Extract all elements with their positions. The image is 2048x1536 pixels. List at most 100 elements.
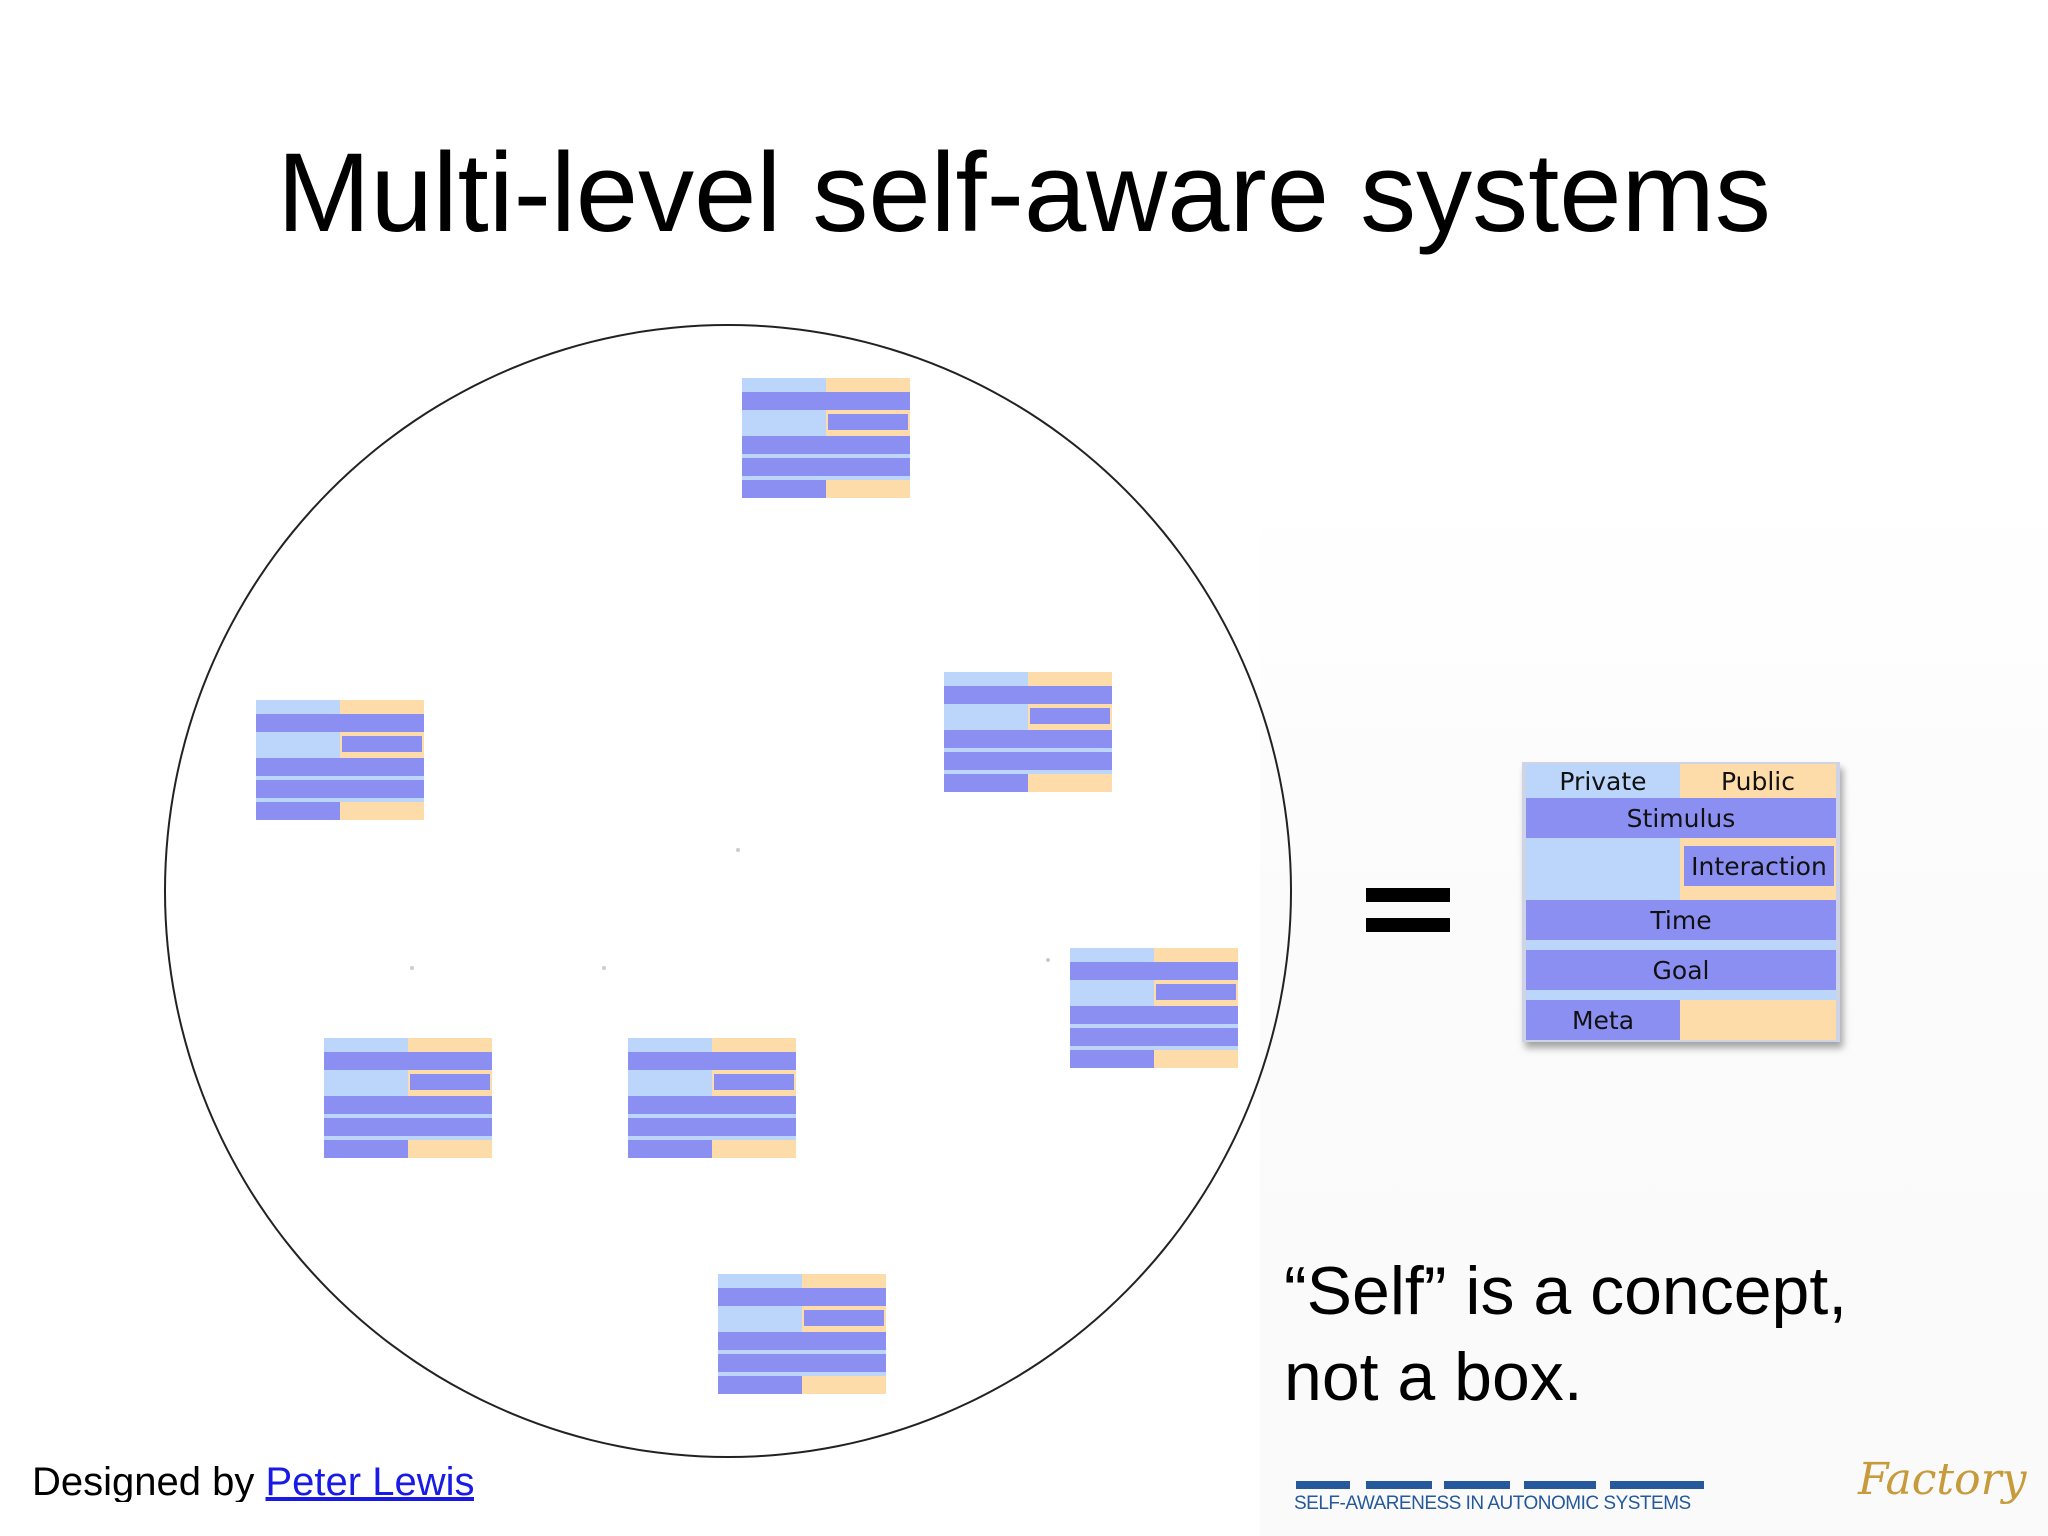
logo-mark [1296,1481,1350,1489]
mini-self-model-strip [944,770,1112,774]
mini-self-model-strip [1070,1006,1238,1024]
legend-public-space [1680,1000,1836,1040]
mini-self-model-strip [1070,948,1154,962]
equals-sign [1366,880,1450,940]
logo-mark [1444,1481,1510,1489]
mini-self-model-strip [944,704,1028,730]
mini-self-model-strip [324,1052,492,1070]
mini-self-model-strip [742,480,826,498]
mini-self-model [1070,948,1238,1068]
mini-self-model-strip [410,1074,490,1090]
mini-self-model-strip [408,1140,492,1158]
self-model-legend: Private Public Stimulus Interaction Time… [1522,762,1840,1042]
mini-self-model-strip [628,1136,796,1140]
mini-self-model-strip [802,1376,886,1394]
mini-self-model-strip [324,1038,408,1052]
mini-self-model-strip [256,776,424,780]
legend-gap [1526,940,1836,950]
slide-title: Multi-level self-aware systems [277,130,1771,255]
mini-self-model-strip [742,458,910,476]
logo-mark [1610,1481,1704,1489]
mini-self-model-strip [1028,774,1112,792]
mini-self-model-strip [718,1354,886,1372]
mini-self-model-strip [342,736,422,752]
mini-self-model-strip [804,1310,884,1326]
mini-self-model-strip [256,802,340,820]
mini-self-model-strip [1154,1050,1238,1068]
mini-self-model-strip [742,410,826,436]
legend-meta: Meta [1526,1000,1680,1040]
mini-self-model-strip [1070,962,1238,980]
legend-private-space [1526,838,1680,900]
mini-self-model [256,700,424,820]
mini-self-model-strip [712,1140,796,1158]
mini-self-model-strip [944,730,1112,748]
legend-time: Time [1526,900,1836,940]
author-link[interactable]: Peter Lewis [265,1460,475,1502]
mini-self-model-strip [742,476,910,480]
mini-self-model-strip [628,1052,796,1070]
mini-self-model-strip [742,436,910,454]
mini-self-model-strip [944,748,1112,752]
mini-self-model-strip [256,758,424,776]
concept-quote: “Self” is a concept, not a box. [1284,1248,2004,1420]
mini-self-model-strip [324,1096,492,1114]
mini-self-model-strip [944,672,1028,686]
mini-self-model-strip [1070,1028,1238,1046]
mini-self-model-strip [256,732,340,758]
mini-self-model-strip [256,780,424,798]
legend-private: Private [1526,764,1680,798]
mini-self-model-strip [324,1140,408,1158]
mini-self-model-strip [828,414,908,430]
legend-interaction: Interaction [1684,846,1834,886]
mini-self-model [718,1274,886,1394]
mini-self-model-strip [742,378,826,392]
logo-mark [1366,1481,1432,1489]
logo-mark [1524,1481,1596,1489]
legend-goal: Goal [1526,950,1836,990]
mini-self-model-strip [1070,1046,1238,1050]
decorative-dot [602,966,606,970]
mini-self-model [324,1038,492,1158]
legend-stimulus: Stimulus [1526,798,1836,838]
mini-self-model-strip [1028,672,1112,686]
mini-self-model-strip [628,1114,796,1118]
mini-self-model-strip [628,1096,796,1114]
mini-self-model-strip [340,802,424,820]
mini-self-model-strip [826,378,910,392]
mini-self-model-strip [1070,980,1154,1006]
mini-self-model-strip [742,392,910,410]
decorative-dot [1046,958,1050,962]
legend-public: Public [1680,764,1836,798]
mini-self-model-strip [712,1038,796,1052]
mini-self-model-strip [718,1350,886,1354]
mini-self-model-strip [628,1140,712,1158]
mini-self-model-strip [628,1070,712,1096]
legend-gap [1526,990,1836,1000]
mini-self-model-strip [944,752,1112,770]
decorative-dot [736,848,740,852]
mini-self-model-strip [256,700,340,714]
mini-self-model-strip [324,1070,408,1096]
system-boundary-circle [164,324,1292,1458]
mini-self-model [944,672,1112,792]
mini-self-model-strip [628,1038,712,1052]
mini-self-model-strip [718,1306,802,1332]
mini-self-model-strip [1070,1050,1154,1068]
mini-self-model-strip [324,1118,492,1136]
mini-self-model-strip [802,1274,886,1288]
mini-self-model-strip [944,686,1112,704]
quote-line-2: not a box. [1284,1339,1583,1415]
mini-self-model-strip [628,1118,796,1136]
factory-logo: Factory [1858,1454,2027,1505]
mini-self-model-strip [944,774,1028,792]
mini-self-model-strip [718,1372,886,1376]
mini-self-model-strip [324,1114,492,1118]
mini-self-model-strip [718,1376,802,1394]
project-logo-tagline: SELF-AWARENESS IN AUTONOMIC SYSTEMS [1294,1493,1691,1514]
mini-self-model-strip [826,480,910,498]
designer-credit: Designed by Peter Lewis [32,1452,474,1502]
mini-self-model-strip [742,454,910,458]
mini-self-model-strip [256,798,424,802]
mini-self-model-strip [714,1074,794,1090]
